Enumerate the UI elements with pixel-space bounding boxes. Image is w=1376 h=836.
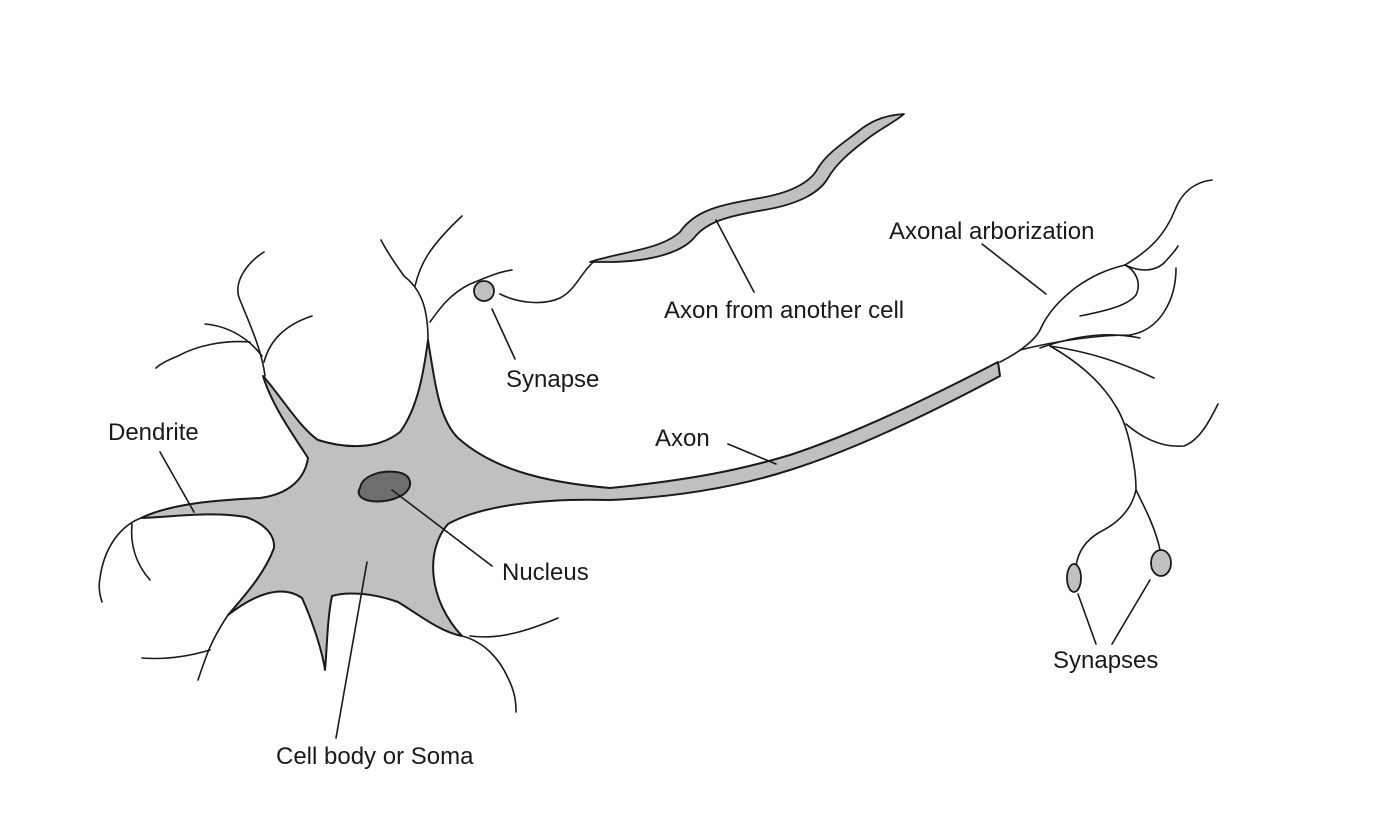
dendrite-branch-b	[263, 315, 313, 363]
arbor-mid-b	[1049, 345, 1155, 379]
dendrite-top-mid	[380, 239, 429, 341]
dendrite-top-left	[237, 251, 266, 377]
dendrite-left-curl-b	[130, 523, 151, 581]
arbor-main	[999, 264, 1126, 363]
leader-axon	[727, 443, 777, 465]
leader-nucleus	[391, 489, 493, 567]
arbor-up-right	[1124, 245, 1179, 271]
leader-cell-body	[335, 561, 368, 739]
terminal-left	[1075, 489, 1137, 567]
label-dendrite: Dendrite	[108, 419, 199, 446]
label-axon: Axon	[655, 425, 710, 452]
arbor-mid-a	[1039, 334, 1141, 349]
label-axon-from-another-cell: Axon from another cell	[664, 297, 904, 324]
label-synapses: Synapses	[1053, 647, 1158, 674]
arbor-up-left	[1124, 179, 1213, 266]
synapse-bouton-left	[1066, 563, 1082, 593]
dendrite-left-curl	[98, 517, 142, 603]
leader-synapses-right	[1111, 579, 1151, 645]
leader-axonal-arborization	[981, 243, 1047, 295]
leader-axon-from-another-cell	[715, 219, 755, 293]
dendrite-bottom-right	[461, 635, 517, 713]
leader-synapse	[491, 308, 516, 360]
dendrite-bottom-left-b	[141, 649, 211, 660]
cell-body-shape	[140, 339, 1001, 671]
arbor-down-hook	[1125, 403, 1219, 447]
label-cell-body: Cell body or Soma	[276, 743, 474, 770]
axon-from-another-cell-shape	[589, 113, 905, 263]
label-axonal-arborization: Axonal arborization	[889, 218, 1094, 245]
leader-dendrite	[159, 451, 195, 513]
dendrite-bottom-right-b	[469, 617, 559, 638]
synapse-bouton-right	[1150, 549, 1172, 577]
arbor-loop	[1079, 264, 1140, 317]
leader-synapses-left	[1077, 593, 1097, 645]
label-nucleus: Nucleus	[502, 559, 589, 586]
dendrite-top-right	[429, 269, 513, 323]
dendrite-bottom-left	[197, 614, 229, 681]
arbor-down	[1049, 345, 1137, 491]
label-synapse: Synapse	[506, 366, 599, 393]
dendrite-branch-a	[204, 323, 263, 357]
synapse-bouton	[473, 280, 495, 302]
axon-from-another-cell-tail	[499, 259, 597, 304]
terminal-right	[1135, 489, 1161, 551]
arbor-right-curve	[1019, 267, 1177, 351]
dendrite-branch-c	[155, 340, 251, 369]
dendrite-top-mid-branch	[414, 215, 463, 287]
